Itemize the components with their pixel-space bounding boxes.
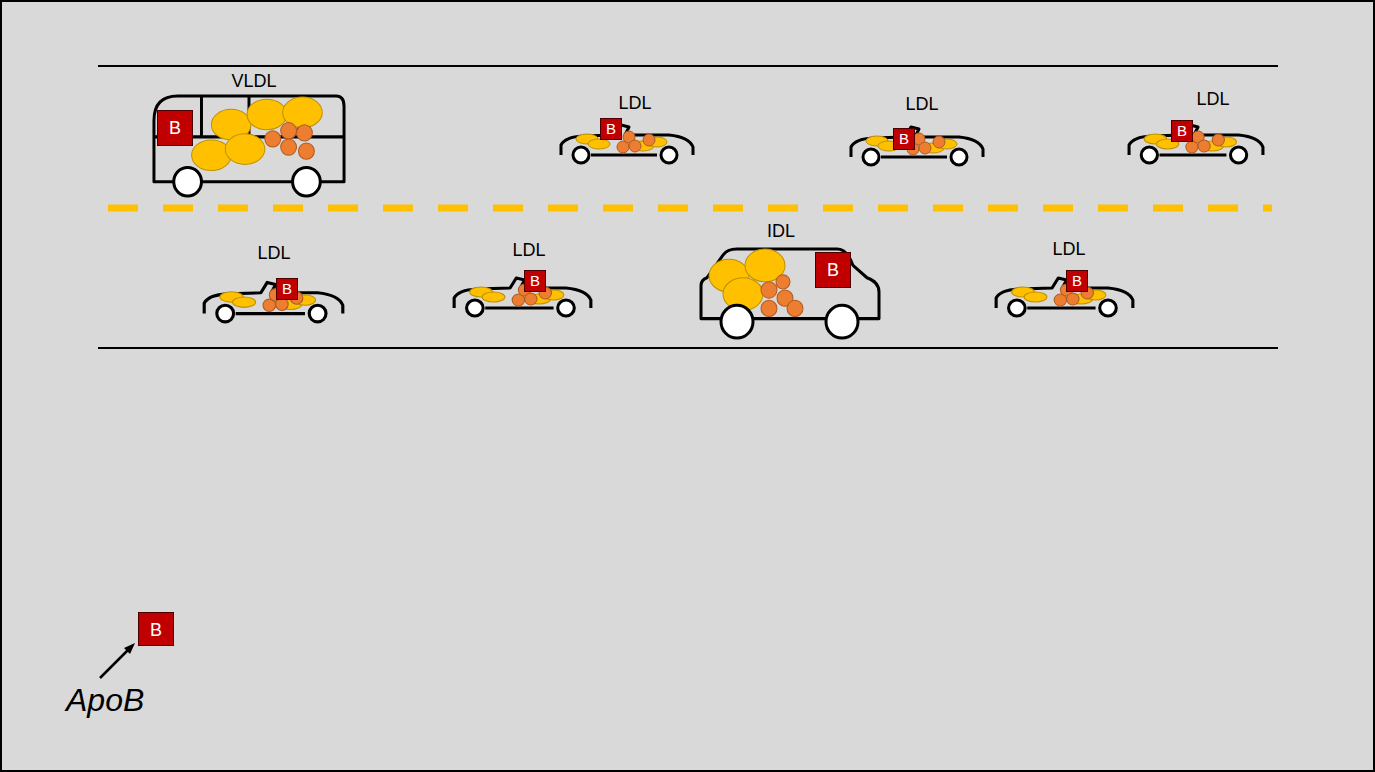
triglyceride-blob (482, 292, 505, 302)
lipoprotein-vehicle: LDL B (1125, 87, 1267, 165)
vehicle-label: IDL (731, 221, 831, 241)
suv-illustration (697, 245, 882, 337)
lipoprotein-vehicle: LDL B (847, 92, 987, 167)
cholesterol-dot (265, 131, 281, 147)
cholesterol-dot (1198, 140, 1210, 152)
wheel (467, 300, 484, 316)
lipoprotein-vehicle: LDL B (992, 237, 1137, 318)
cholesterol-dot (299, 143, 315, 159)
apob-square: B (157, 110, 193, 146)
vehicle-label: LDL (585, 93, 685, 113)
triglyceride-blob (233, 297, 256, 307)
lipoprotein-vehicle: IDL B (697, 219, 882, 337)
cholesterol-dot (281, 123, 297, 139)
cholesterol-dot (1212, 134, 1224, 146)
vehicle-outline (200, 96, 203, 137)
vehicle-label: LDL (1019, 239, 1119, 259)
triglyceride-blob (192, 140, 232, 171)
vehicle-outline (485, 307, 553, 310)
cholesterol-dot (776, 275, 790, 289)
triglyceride-blob (1024, 292, 1047, 302)
apob-square: B (1171, 120, 1193, 142)
wheel (293, 167, 321, 196)
apob-marker: B (138, 612, 174, 646)
wheel (1230, 147, 1246, 163)
wheel (1009, 300, 1026, 316)
vehicle-outline (591, 154, 657, 157)
vehicle-label: LDL (872, 94, 972, 114)
wheel (1100, 300, 1117, 316)
road-edge (98, 347, 1278, 349)
cholesterol-dot (919, 142, 931, 154)
apob-square: B (893, 128, 915, 150)
cholesterol-dot (761, 282, 777, 298)
vehicle-outline (1159, 154, 1226, 157)
wheel (174, 167, 202, 196)
apob-square: B (1066, 270, 1088, 292)
wheel (1141, 147, 1157, 163)
wheel (826, 305, 858, 338)
wheel (863, 149, 879, 165)
cholesterol-dot (787, 300, 803, 316)
apob-square: B (815, 252, 851, 288)
vehicle-label: VLDL (204, 71, 304, 91)
triglyceride-blob (588, 139, 610, 149)
car-illustration (557, 115, 697, 165)
vehicle-label: LDL (1163, 89, 1263, 109)
wheel (217, 305, 234, 322)
cholesterol-dot (1067, 293, 1079, 305)
cholesterol-dot (297, 125, 313, 141)
cholesterol-dot (933, 136, 945, 148)
wheel (661, 147, 677, 163)
vehicle-outline (236, 312, 305, 315)
wheel (573, 147, 589, 163)
car-illustration (847, 117, 987, 167)
vehicle-label: LDL (479, 240, 579, 260)
apob-square: B (276, 278, 298, 300)
callout-label: ApoB (66, 682, 144, 719)
car-illustration (1125, 115, 1267, 165)
wheel (309, 305, 326, 322)
car-illustration (992, 268, 1137, 318)
lipoprotein-vehicle: LDL B (557, 91, 697, 165)
lane-divider (108, 205, 1272, 212)
vehicle-outline (881, 156, 947, 159)
lipoprotein-vehicle: LDL B (450, 238, 595, 318)
cholesterol-dot (525, 293, 537, 305)
apob-square: B (138, 612, 174, 646)
car-illustration (200, 272, 347, 324)
leader-line (100, 648, 130, 678)
apob-square: B (600, 118, 622, 140)
lipoprotein-vehicle: LDL B (200, 241, 347, 324)
wheel (558, 300, 575, 316)
lipoprotein-vehicle: VLDL B (150, 69, 348, 194)
wheel (951, 149, 967, 165)
road-edge (98, 65, 1278, 67)
vehicle-outline (1027, 307, 1095, 310)
apob-square: B (524, 270, 546, 292)
cholesterol-dot (643, 134, 655, 146)
cholesterol-dot (281, 139, 297, 155)
arrow-head (124, 643, 135, 654)
cholesterol-dot (761, 300, 777, 316)
vehicle-label: LDL (224, 243, 324, 263)
car-illustration (450, 268, 595, 318)
triglyceride-blob (225, 134, 265, 165)
triglyceride-blob (247, 99, 287, 130)
wheel (721, 305, 753, 338)
cholesterol-dot (629, 140, 641, 152)
